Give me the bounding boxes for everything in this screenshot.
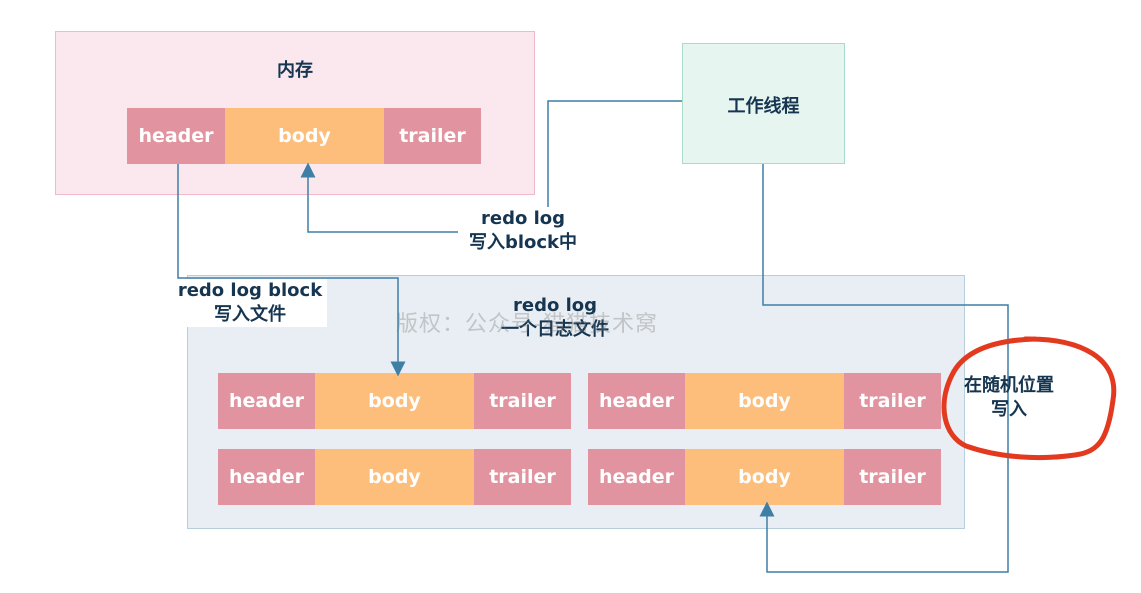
redo-log-file-title-line2: 一个日志文件 xyxy=(501,319,609,340)
write-to-block-label-line2: 写入block中 xyxy=(468,232,578,253)
file-log-block: header body trailer xyxy=(588,449,941,505)
random-write-label: 在随机位置 写入 xyxy=(950,374,1068,422)
block-header: header xyxy=(588,449,685,505)
worker-thread-title: 工作线程 xyxy=(727,96,800,117)
block-trailer: trailer xyxy=(844,449,941,505)
block-header: header xyxy=(127,108,225,164)
block-trailer: trailer xyxy=(384,108,481,164)
watermark: 版权：公众号-猫猫技术窝 xyxy=(396,312,658,337)
memory-title: 内存 xyxy=(277,60,313,81)
block-body: body xyxy=(315,373,474,429)
write-to-file-arrow xyxy=(177,164,406,377)
file-log-block: header body trailer xyxy=(218,449,571,505)
random-write-label-line1: 在随机位置 xyxy=(964,375,1054,396)
block-body: body xyxy=(685,449,844,505)
block-header: header xyxy=(588,373,685,429)
block-body: body xyxy=(315,449,474,505)
block-trailer: trailer xyxy=(474,373,571,429)
memory-log-block: header body trailer xyxy=(127,108,481,164)
write-to-block-label-line1: redo log xyxy=(480,208,566,229)
write-to-block-label: redo log 写入block中 xyxy=(458,207,588,255)
write-to-file-label-line1: redo log block xyxy=(177,280,323,301)
redo-log-file-title-line1: redo log xyxy=(512,295,598,316)
highlight-circle xyxy=(941,336,1117,461)
file-log-block: header body trailer xyxy=(218,373,571,429)
block-body: body xyxy=(685,373,844,429)
write-to-file-label: redo log block 写入文件 xyxy=(173,279,327,327)
block-header: header xyxy=(218,449,315,505)
block-trailer: trailer xyxy=(844,373,941,429)
random-write-label-line2: 写入 xyxy=(991,399,1027,420)
write-to-file-label-line2: 写入文件 xyxy=(214,304,286,325)
random-write-arrow xyxy=(759,164,1009,573)
block-header: header xyxy=(218,373,315,429)
block-trailer: trailer xyxy=(474,449,571,505)
redo-log-file-title: redo log 一个日志文件 xyxy=(430,294,680,342)
block-body: body xyxy=(225,108,384,164)
worker-thread-box xyxy=(682,43,845,164)
file-log-block: header body trailer xyxy=(588,373,941,429)
